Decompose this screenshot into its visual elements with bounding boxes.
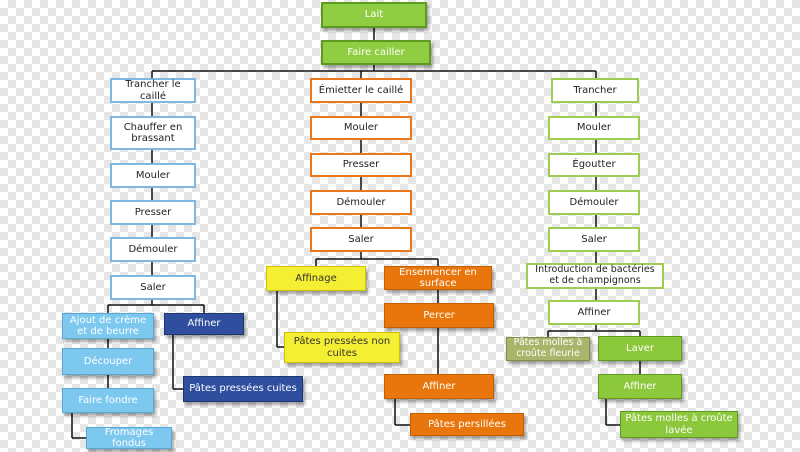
node-middle-affiner: Affiner <box>384 374 494 399</box>
node-middle-pates-persillees: Pâtes persillées <box>410 413 524 436</box>
node-right-introduction: Introduction de bactéries et de champign… <box>526 263 664 289</box>
node-middle-presser: Presser <box>310 153 412 177</box>
node-middle-percer: Percer <box>384 303 494 328</box>
node-left-ajout-creme: Ajout de crème et de beurre <box>62 313 154 339</box>
node-right-affiner: Affiner <box>548 300 640 325</box>
node-right-affiner-2: Affiner <box>598 374 682 399</box>
node-middle-emietter: Émietter le caillé <box>310 78 412 103</box>
node-right-pates-molles-croute-lavee: Pâtes molles à croûte lavée <box>620 411 738 438</box>
node-left-trancher: Trancher le caillé <box>110 78 196 103</box>
node-lait: Lait <box>321 2 427 28</box>
node-middle-demouler: Démouler <box>310 190 412 215</box>
node-faire-cailler: Faire cailler <box>321 40 431 65</box>
node-left-presser: Presser <box>110 200 196 225</box>
node-right-egoutter: Égoutter <box>548 153 640 177</box>
node-left-fromages-fondus: Fromages fondus <box>86 427 172 449</box>
node-middle-mouler: Mouler <box>310 116 412 140</box>
node-middle-saler: Saler <box>310 227 412 252</box>
node-left-pates-pressees-cuites: Pâtes pressées cuites <box>183 376 303 402</box>
node-right-mouler: Mouler <box>548 116 640 140</box>
node-left-demouler: Démouler <box>110 237 196 262</box>
node-left-saler: Saler <box>110 275 196 300</box>
node-left-decouper: Découper <box>62 348 154 375</box>
node-left-faire-fondre: Faire fondre <box>62 388 154 413</box>
node-middle-affinage: Affinage <box>266 266 366 291</box>
node-left-chauffer: Chauffer en brassant <box>110 116 196 150</box>
node-middle-ensemencer: Ensemencer en surface <box>384 266 492 290</box>
node-right-trancher: Trancher <box>551 78 639 103</box>
node-middle-pates-pressees-non-cuites: Pâtes pressées non cuites <box>284 332 400 363</box>
node-left-mouler: Mouler <box>110 163 196 188</box>
node-right-pates-molles-croute-fleurie: Pâtes molles à croûte fleurie <box>506 337 590 361</box>
node-left-affiner: Affiner <box>164 313 244 335</box>
node-right-demouler: Démouler <box>548 190 640 215</box>
node-right-laver: Laver <box>598 336 682 361</box>
node-right-saler: Saler <box>548 227 640 252</box>
